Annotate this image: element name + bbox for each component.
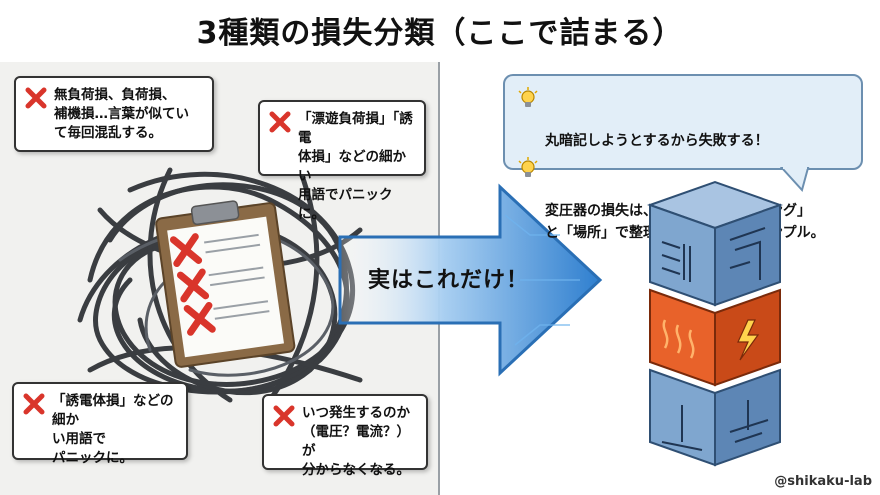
x-mark-icon bbox=[25, 87, 47, 109]
x-mark-icon bbox=[273, 405, 295, 427]
tip-item-1: 丸暗記しようとするから失敗する！ bbox=[517, 86, 851, 152]
lightbulb-icon bbox=[518, 87, 538, 107]
bubble-tail bbox=[780, 166, 810, 192]
credit-label: @shikaku-lab bbox=[774, 474, 872, 489]
confusion-bubble-4: いつ発生するのか （電圧？電流？）が 分からなくなる。 bbox=[262, 394, 428, 478]
arrow-label: 実はこれだけ！ bbox=[368, 268, 530, 293]
x-mark-icon bbox=[269, 111, 291, 133]
confusion-text-2: 「漂遊負荷損」「誘電 体損」などの細かい 用語でパニックに。 bbox=[298, 111, 413, 222]
confusion-bubble-3: 「誘電体損」などの細か い用語で パニックに。 bbox=[12, 382, 188, 466]
confusion-bubble-2: 「漂遊負荷損」「誘電 体損」などの細かい 用語でパニックに。 bbox=[258, 100, 426, 222]
confusion-text-4: いつ発生するのか （電圧？電流？）が 分からなくなる。 bbox=[302, 405, 410, 478]
stacked-loss-blocks bbox=[647, 180, 783, 467]
big-arrow-graphic bbox=[338, 183, 603, 377]
confusion-text-1: 無負荷損、負荷損、 補機損…言葉が似てい て毎回混乱する。 bbox=[54, 87, 189, 141]
lightbulb-icon bbox=[518, 157, 538, 177]
tips-bubble: 丸暗記しようとするから失敗する！ 変圧器の損失は、発生する「タイミング」 と「場… bbox=[503, 74, 863, 241]
x-mark-icon bbox=[23, 393, 45, 415]
confusion-bubble-1: 無負荷損、負荷損、 補機損…言葉が似てい て毎回混乱する。 bbox=[14, 76, 214, 152]
tip-text-1: 丸暗記しようとするから失敗する！ bbox=[545, 133, 769, 149]
page-title: 3種類の損失分類（ここで詰まる） bbox=[196, 16, 684, 51]
confusion-text-3: 「誘電体損」などの細か い用語で パニックに。 bbox=[52, 393, 174, 466]
clipboard-illustration bbox=[155, 200, 296, 368]
